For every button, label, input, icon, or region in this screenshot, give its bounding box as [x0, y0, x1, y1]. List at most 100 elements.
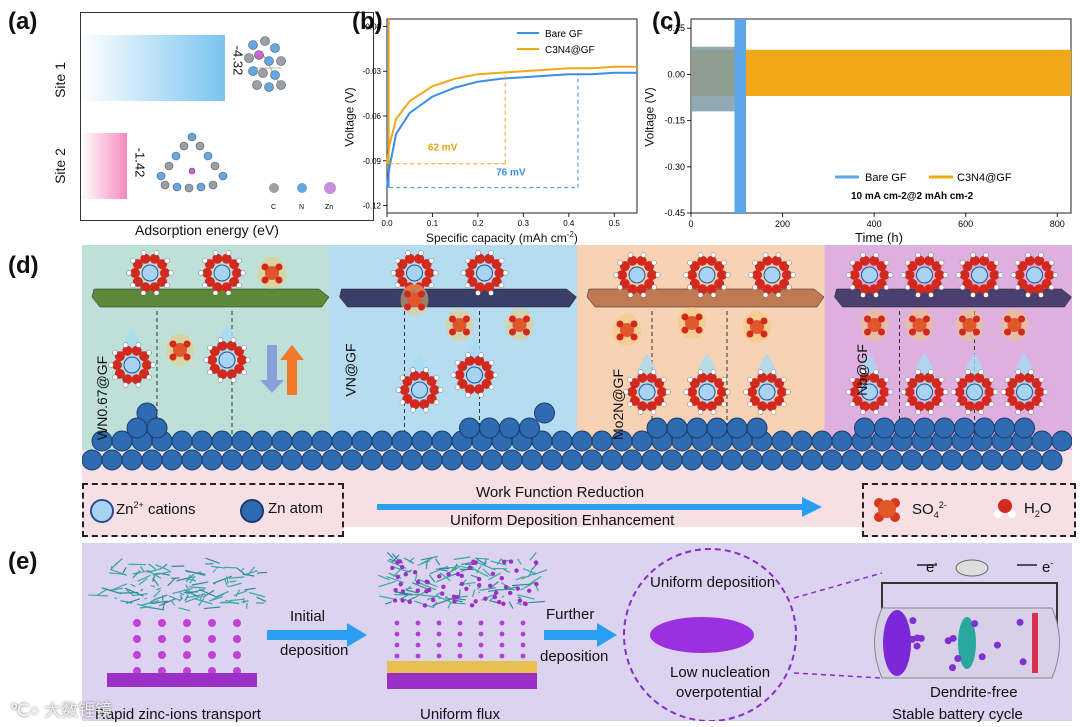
circle-text-3: overpotential: [676, 684, 762, 701]
water-h: [455, 360, 460, 365]
water-h: [476, 290, 481, 295]
water-h: [916, 409, 921, 414]
water-h: [1026, 292, 1031, 297]
water-h: [499, 283, 504, 288]
value-site-2: -1.42: [132, 148, 147, 178]
water-o: [1015, 373, 1025, 383]
carbon-fibre: [169, 596, 180, 601]
carbon-fibre: [242, 568, 244, 571]
water-o: [924, 401, 934, 411]
carbon-fibre: [517, 603, 522, 605]
zn-deposit-atom: [520, 418, 540, 438]
flux-ion: [416, 654, 421, 659]
deposited-ion: [468, 565, 472, 569]
deposited-ion: [446, 572, 450, 576]
deposited-ion: [483, 596, 487, 600]
flux-ion: [500, 632, 505, 637]
water-h: [928, 409, 933, 414]
zn-atom: [262, 450, 282, 470]
zn-core: [862, 267, 878, 283]
water-h: [939, 402, 944, 407]
zn-atom: [462, 450, 482, 470]
water-h: [465, 258, 470, 263]
water-h: [241, 370, 246, 375]
ytick-label-b: -0.09: [363, 157, 382, 166]
deposited-ion: [500, 576, 504, 580]
water-o: [647, 401, 657, 411]
so4-oxygen: [262, 277, 269, 284]
zn-atom: [522, 450, 542, 470]
zn-atom: [762, 450, 782, 470]
water-h: [846, 390, 851, 395]
legend-zn-atom: Zn atom: [268, 500, 323, 517]
water-o: [869, 401, 879, 411]
deposited-ion: [423, 603, 427, 607]
flux-ion: [521, 654, 526, 659]
carbon-fibre: [163, 602, 165, 610]
water-h: [231, 377, 236, 382]
water-h: [1053, 273, 1058, 278]
carbon-fibre: [213, 576, 232, 583]
deposited-ion: [441, 585, 445, 589]
atom-c: C: [271, 204, 276, 211]
water-h: [400, 375, 405, 380]
water-h: [688, 285, 693, 290]
so4-oxygen: [276, 264, 283, 271]
zn-deposit-atom: [500, 418, 520, 438]
flux-ion: [479, 643, 484, 648]
zn-atom-icon: [240, 499, 264, 523]
carbon-fibre: [379, 596, 393, 599]
zn-ion: [133, 635, 141, 643]
zn-atom: [552, 431, 572, 451]
so4-oxygen: [1004, 329, 1011, 336]
battery-ion: [1020, 658, 1027, 665]
water-o: [1034, 284, 1044, 294]
arrow-further-icon: [544, 623, 617, 647]
zoom-line: [794, 673, 882, 678]
zn-atom: [382, 450, 402, 470]
water-h: [231, 338, 236, 343]
so4-oxygen: [1004, 316, 1011, 323]
carbon-fibre: [479, 588, 496, 591]
water-h: [661, 402, 666, 407]
deposited-ion: [452, 599, 456, 603]
water-h: [641, 292, 646, 297]
water-h: [164, 258, 169, 263]
water-h: [141, 251, 146, 256]
xtick-label-c: 600: [958, 219, 973, 229]
carbon-fibre: [257, 597, 266, 601]
deposited-ion: [456, 572, 460, 576]
zn-deposit-atom: [915, 418, 935, 438]
arrow-text-1: Work Function Reduction: [476, 484, 644, 501]
zn-atom: [722, 450, 742, 470]
legend-so4: SO42-: [912, 500, 947, 520]
uniform-layer: [387, 661, 537, 673]
water-o: [697, 373, 707, 383]
carbon-fibre: [430, 575, 435, 582]
water-o: [915, 373, 925, 383]
step-label-2: Uniform flux: [420, 706, 500, 723]
flux-ion: [458, 643, 463, 648]
so4-oxygen: [761, 331, 768, 338]
water-o: [405, 254, 415, 264]
so4-oxygen: [747, 318, 754, 325]
water-h: [466, 392, 471, 397]
water-o: [762, 256, 772, 266]
so4-oxygen: [170, 354, 177, 361]
flux-ion: [437, 643, 442, 648]
zn-atom: [772, 431, 792, 451]
watermark: ℃○ 大数锂镜: [10, 696, 112, 721]
water-h: [1038, 292, 1043, 297]
zn-core: [639, 384, 655, 400]
electron-left: e-: [926, 558, 937, 576]
zn-deposit-atom: [895, 418, 915, 438]
carbon-fibre: [230, 599, 244, 600]
water-h: [846, 273, 851, 278]
water-h: [1028, 370, 1033, 375]
so4-oxygen: [631, 321, 638, 328]
deposited-ion: [396, 575, 400, 579]
water-h: [651, 409, 656, 414]
battery-ion: [945, 637, 952, 644]
deposited-ion: [494, 591, 498, 595]
water-h: [434, 375, 439, 380]
